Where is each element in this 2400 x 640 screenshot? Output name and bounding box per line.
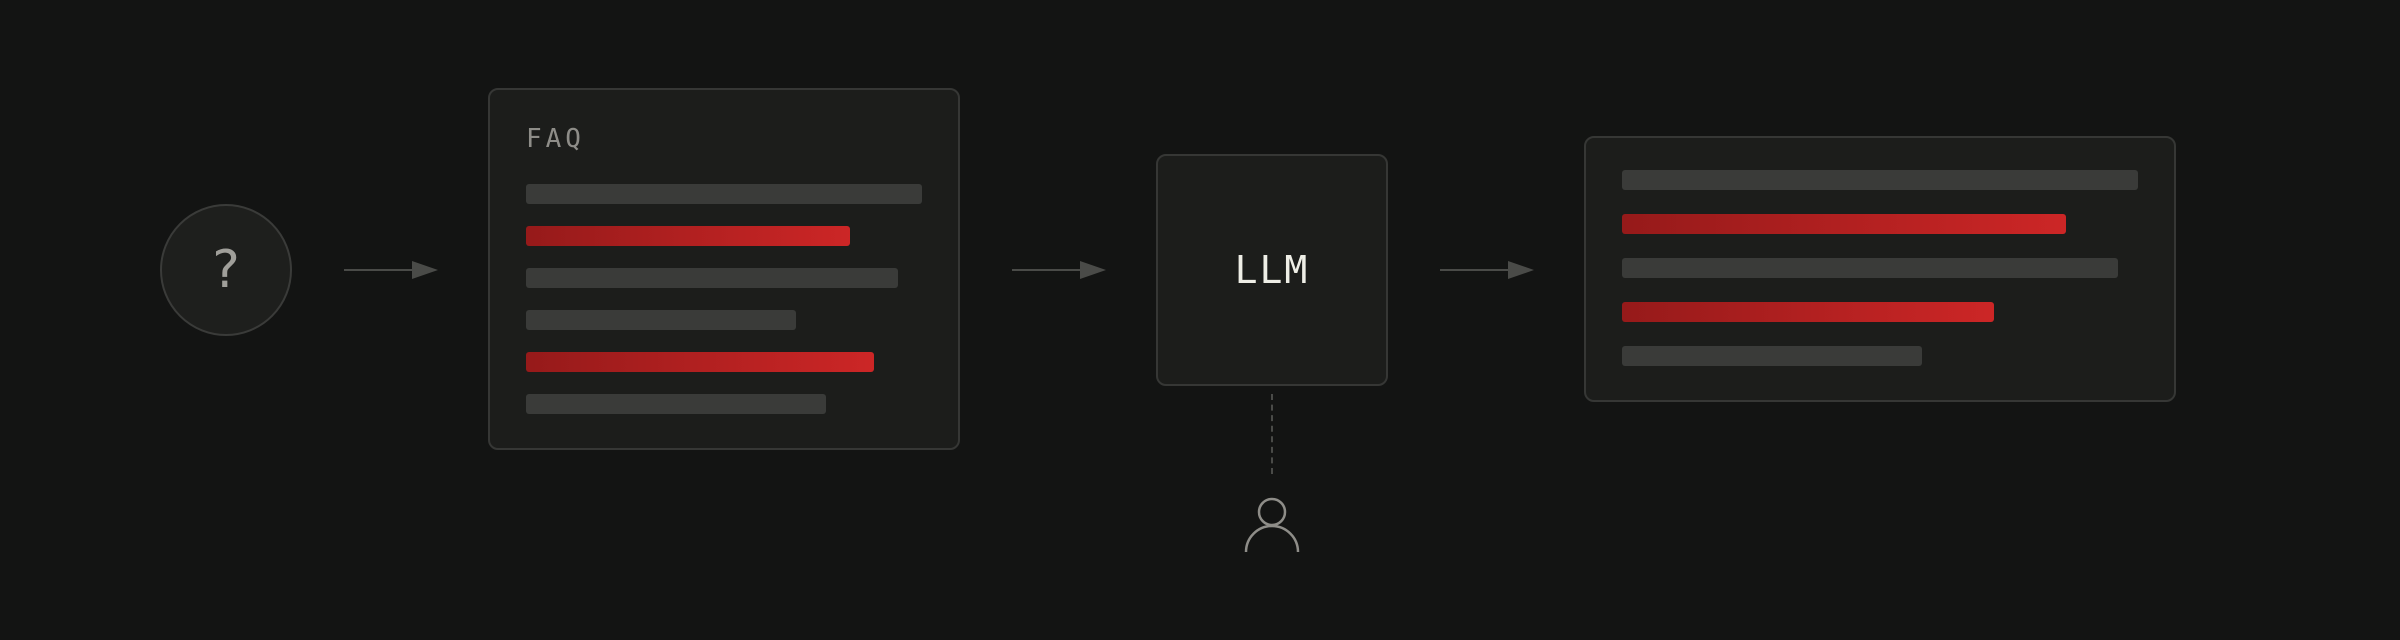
llm-label: LLM bbox=[1234, 248, 1310, 292]
answer-text-line bbox=[1622, 258, 2118, 278]
arrow-question-to-faq bbox=[342, 260, 442, 280]
answer-highlighted-line bbox=[1622, 214, 2066, 234]
faq-text-line bbox=[526, 310, 796, 330]
user-icon bbox=[1244, 494, 1300, 554]
question-mark-icon: ? bbox=[212, 240, 240, 300]
llm-node: LLM bbox=[1156, 154, 1388, 386]
answer-document-panel bbox=[1584, 136, 2176, 402]
faq-title: FAQ bbox=[526, 124, 585, 154]
faq-highlighted-line bbox=[526, 226, 850, 246]
faq-highlighted-line bbox=[526, 352, 874, 372]
faq-text-line bbox=[526, 184, 922, 204]
answer-text-line bbox=[1622, 346, 1922, 366]
answer-text-line bbox=[1622, 170, 2138, 190]
faq-text-line bbox=[526, 268, 898, 288]
faq-document-panel: FAQ bbox=[488, 88, 960, 450]
arrow-faq-to-llm bbox=[1010, 260, 1110, 280]
question-node: ? bbox=[160, 204, 292, 336]
human-review-connector bbox=[1271, 394, 1273, 474]
faq-text-line bbox=[526, 394, 826, 414]
answer-highlighted-line bbox=[1622, 302, 1994, 322]
arrow-llm-to-answer bbox=[1438, 260, 1538, 280]
